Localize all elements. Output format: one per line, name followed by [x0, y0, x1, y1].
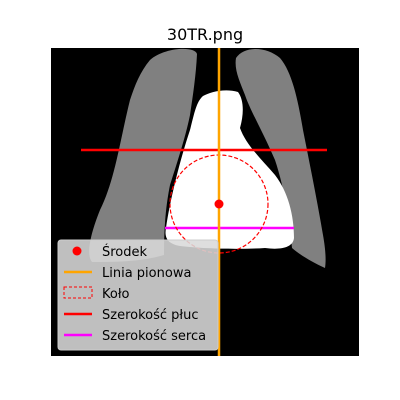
legend-item-vertical-line: Linia pionowa — [64, 266, 191, 281]
legend-item-heart-width: Szerokość serca — [64, 329, 206, 344]
figure-title: 30TR.png — [167, 25, 243, 44]
right-lung — [235, 49, 326, 268]
circle-swatch-icon — [63, 286, 93, 299]
legend-label-lung-width: Szerokość płuc — [102, 308, 199, 323]
legend-label-heart-width: Szerokość serca — [102, 329, 206, 344]
legend-label-circle: Koło — [102, 287, 130, 302]
heart-silhouette — [165, 90, 294, 249]
legend-label-center-point: Środek — [102, 244, 148, 260]
legend-item-circle: Koło — [63, 286, 130, 302]
center-point — [214, 199, 224, 209]
legend-item-lung-width: Szerokość płuc — [64, 308, 199, 323]
legend-label-vertical-line: Linia pionowa — [102, 266, 191, 281]
left-lung — [89, 48, 197, 262]
legend-item-center-point: Środek — [72, 244, 148, 260]
center-point-marker-icon — [72, 246, 82, 256]
legend: Środek Linia pionowa Koło Szerokość płuc… — [57, 239, 219, 351]
legend-box — [57, 239, 219, 351]
